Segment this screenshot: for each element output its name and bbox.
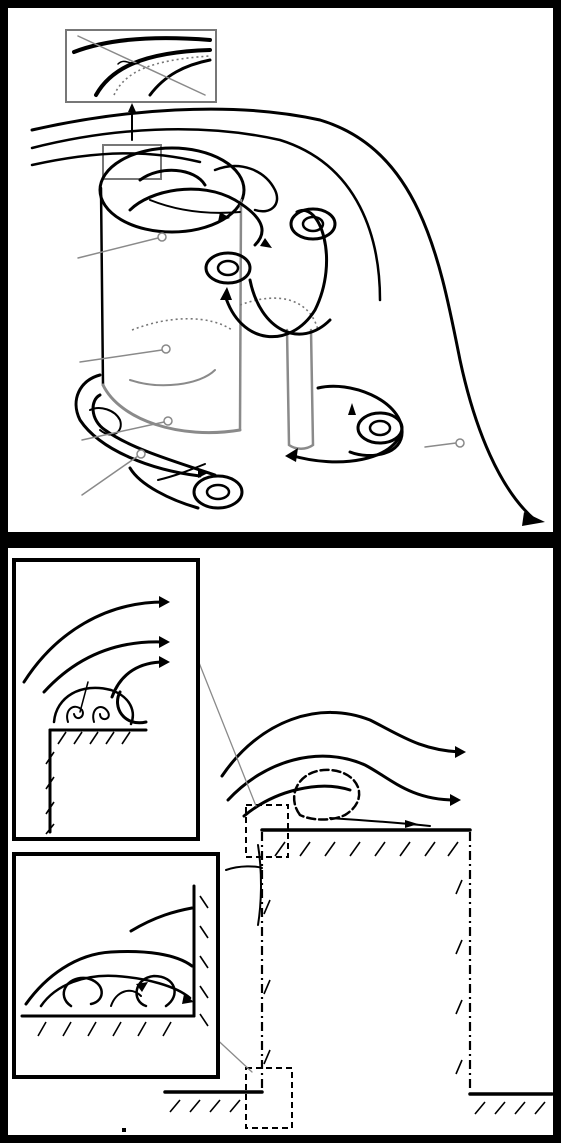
inset-pointer-arrowhead — [128, 103, 136, 112]
downstream-arrowhead — [522, 512, 545, 526]
roof-edge-detail-svg — [16, 562, 196, 837]
base-detail-inset — [12, 852, 220, 1079]
base-detail-svg — [16, 856, 216, 1075]
building-section — [165, 830, 552, 1114]
roof-edge-detail-inset — [12, 558, 200, 841]
bottom-panel-section-diagram — [0, 540, 561, 1143]
roof-streamlines — [222, 712, 466, 925]
speck-mark — [122, 1128, 126, 1132]
inset-detail-box — [66, 30, 216, 102]
vortex-rings — [194, 209, 402, 508]
base-focus-box — [246, 1068, 292, 1128]
vortex-diagram-svg — [8, 8, 553, 532]
top-panel-3d-vortex-diagram — [0, 0, 561, 540]
label-leaders — [78, 233, 464, 495]
